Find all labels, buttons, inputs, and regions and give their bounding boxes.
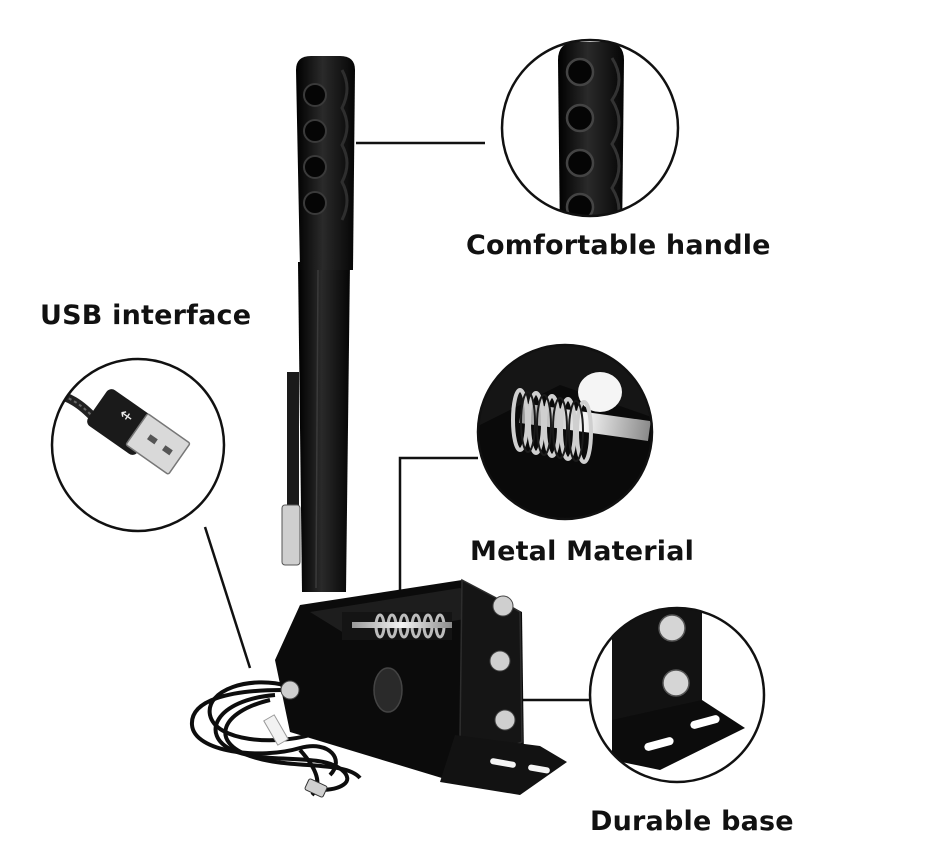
detail-circle-base [588,606,766,784]
leader-line-usb [203,526,252,669]
detail-circle-handle [500,38,680,218]
callout-durable-base: Durable base [590,806,794,837]
usb-plug-small [304,778,328,798]
leader-line-metal [398,456,478,605]
sensor-bracket [287,372,299,532]
usb-cable [189,680,362,797]
detail-circle-usb: ⇷ [50,357,226,533]
detail-circle-metal [476,343,654,521]
sensor-clip [281,504,301,566]
grip-holes [303,83,327,215]
lever-shaft [298,262,350,592]
base-bolts [280,595,516,731]
leader-lines [203,141,590,702]
cable-tie [263,714,289,746]
callout-metal-material: Metal Material [470,536,695,567]
callout-comfortable-handle: Comfortable handle [466,230,771,261]
handbrake-product [189,56,567,798]
callout-usb-interface: USB interface [40,300,252,331]
